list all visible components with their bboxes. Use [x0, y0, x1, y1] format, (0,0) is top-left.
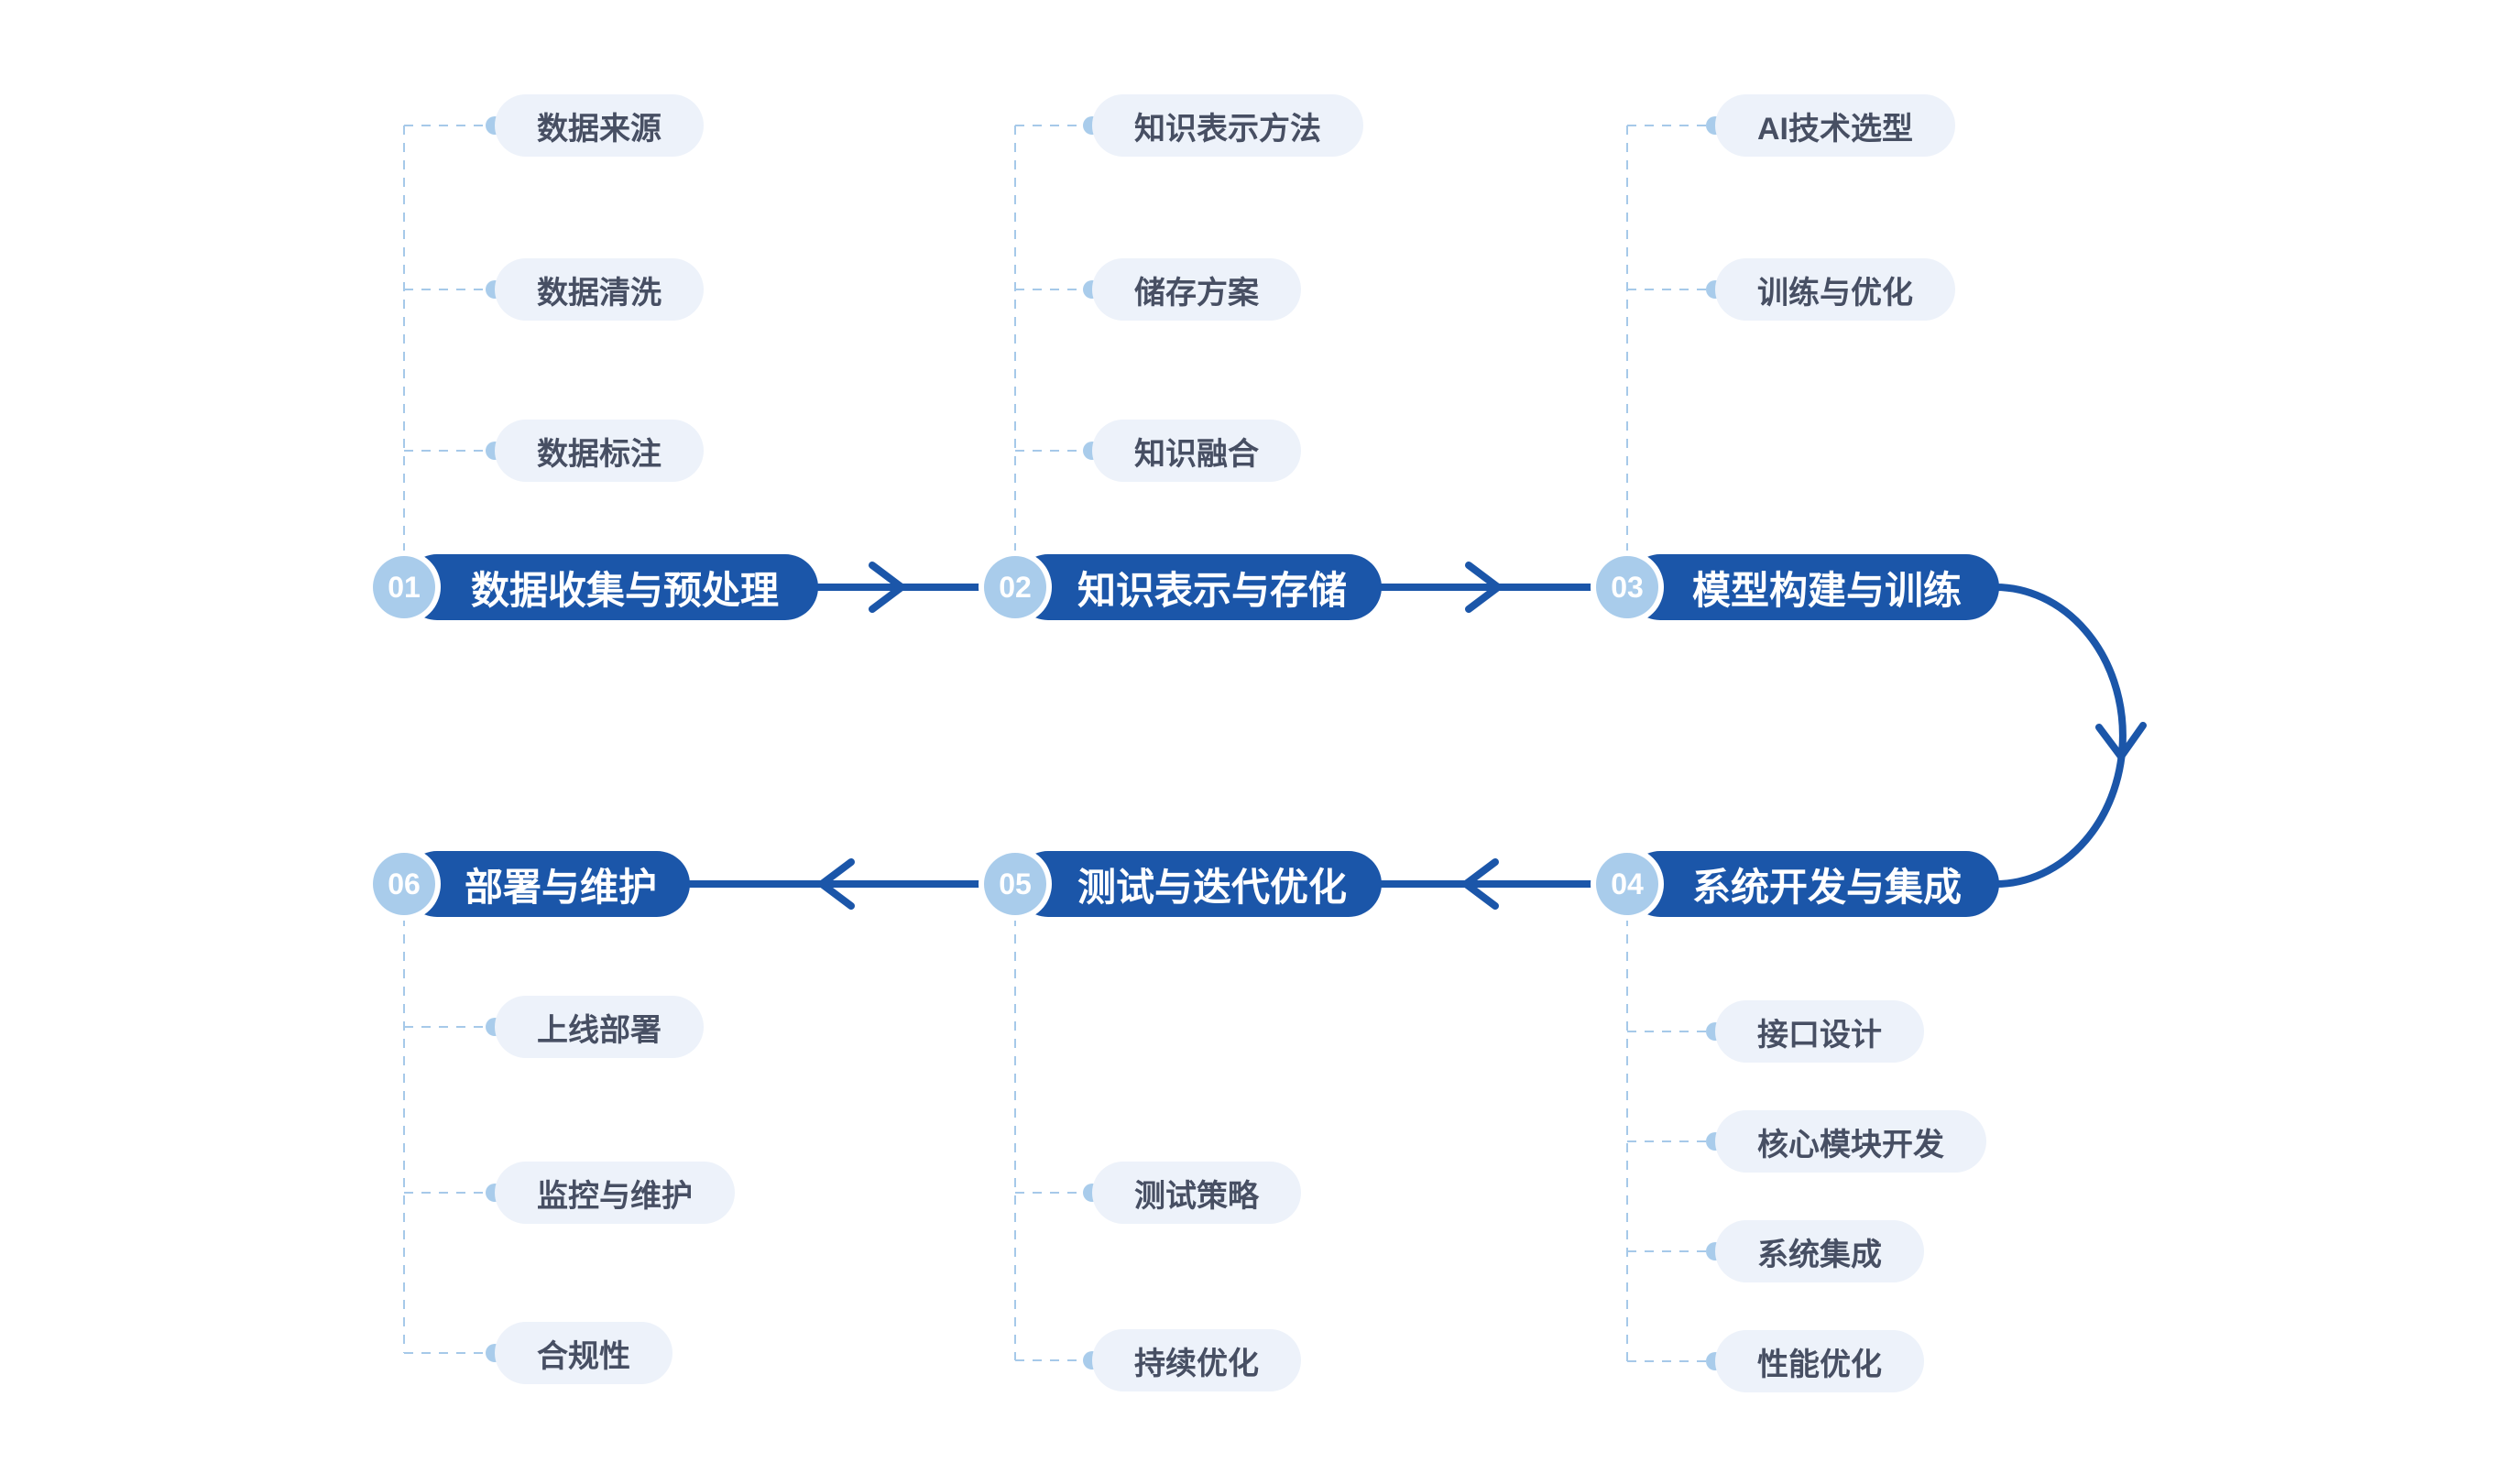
- stage-02-pill: 知识表示与存储: [1015, 554, 1382, 620]
- arrowhead-05-to-06: [818, 858, 855, 910]
- stage-02-subitem-2: 储存方案: [1092, 258, 1301, 321]
- stage-06-subitem-1: 上线部署: [495, 996, 704, 1058]
- flow-arrows: [686, 562, 2147, 910]
- stage-03-number-badge: 03: [1596, 556, 1658, 618]
- stage-01-pill: 数据收集与预处理: [404, 554, 818, 620]
- stage-05-subitem-2: 持续优化: [1092, 1329, 1301, 1391]
- stage-04-subitem-4: 性能优化: [1715, 1330, 1924, 1392]
- curve-03-to-04: [1992, 584, 2127, 888]
- stage-03-subitem-1: AI技术选型: [1715, 94, 1955, 157]
- stage-01-subitem-1: 数据来源: [495, 94, 704, 157]
- stage-01-subitem-3: 数据标注: [495, 420, 704, 482]
- stage-06-subitem-2: 监控与维护: [495, 1162, 735, 1224]
- stage-05-pill: 测试与迭代优化: [1015, 851, 1382, 917]
- stage-06-number-badge: 06: [373, 853, 435, 915]
- stage-02-subitem-3: 知识融合: [1092, 420, 1301, 482]
- stage-05-subitem-1: 测试策略: [1092, 1162, 1301, 1224]
- stage-06-pill: 部署与维护: [404, 851, 690, 917]
- stage-04-subitem-2: 核心模块开发: [1715, 1110, 1986, 1173]
- arrowhead-02-to-03: [1465, 562, 1502, 613]
- dashed-branches: [403, 125, 1715, 1362]
- stage-04-pill: 系统开发与集成: [1627, 851, 1999, 917]
- arrowhead-03-to-04: [2095, 722, 2147, 760]
- stage-01-number-badge: 01: [373, 556, 435, 618]
- stage-05-number-badge: 05: [984, 853, 1046, 915]
- arrowhead-01-to-02: [869, 562, 905, 613]
- stage-03-pill: 模型构建与训练: [1627, 554, 1999, 620]
- stage-02-subitem-1: 知识表示方法: [1092, 94, 1363, 157]
- stage-04-subitem-1: 接口设计: [1715, 1000, 1924, 1063]
- stage-04-number-badge: 04: [1596, 853, 1658, 915]
- stage-02-number-badge: 02: [984, 556, 1046, 618]
- stage-04-subitem-3: 系统集成: [1715, 1220, 1924, 1282]
- stage-03-subitem-2: 训练与优化: [1715, 258, 1955, 321]
- arrowhead-04-to-05: [1462, 858, 1499, 910]
- stage-06-subitem-3: 合规性: [495, 1322, 672, 1384]
- stage-01-subitem-2: 数据清洗: [495, 258, 704, 321]
